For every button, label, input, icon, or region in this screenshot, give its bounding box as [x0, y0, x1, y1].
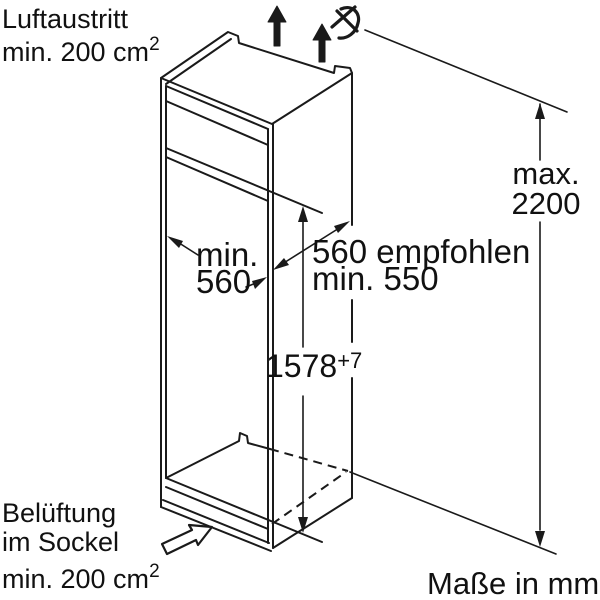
base-airflow-arrow-icon	[160, 523, 214, 556]
floor-top-edge-with-extension	[165, 477, 323, 543]
dim-niche-depth: 560 empfohlen min. 550	[273, 221, 530, 297]
airflow-symbols	[160, 5, 361, 556]
cabinet-drawing	[160, 29, 568, 555]
dim-niche-width-label-1: min.	[196, 236, 258, 273]
plinth-bottom-outer-edge	[160, 506, 272, 552]
floor-right-hidden-edge	[271, 471, 347, 525]
top-panel-underside-edge	[165, 100, 269, 146]
no-vent-icon	[330, 5, 361, 40]
plinth-top-edge	[162, 499, 270, 544]
dim-niche-height: 1578+7	[266, 206, 362, 533]
base-vent-annotation: Belüftung im Sockel min. 200 cm2	[2, 498, 160, 594]
cabinet-top-rail-inner-edge	[165, 85, 269, 130]
dim-niche-width: min. 560	[167, 236, 267, 300]
cabinet-top-face	[160, 31, 353, 125]
dim-niche-depth-line	[278, 224, 345, 267]
dim-arrowhead-upleft	[167, 236, 183, 248]
right-side-bottom-edge	[272, 497, 353, 549]
air-up-arrow-left-icon	[267, 5, 287, 47]
dim-niche-width-label-2: 560	[196, 263, 251, 300]
air-outlet-annotation: Luftaustritt min. 200 cm2	[2, 4, 160, 67]
shelf-top-edge-with-extension	[165, 147, 323, 214]
floor-back-hidden-edge	[269, 448, 349, 472]
floor-back-left-edge-and-tab	[165, 432, 271, 479]
dim-total-height: max. 2200	[512, 103, 581, 547]
dim-arrowhead-down	[535, 531, 545, 547]
air-outlet-label-line1: Luftaustritt	[2, 4, 129, 34]
dim-arrowhead-up	[298, 206, 308, 222]
dim-niche-depth-label-2: min. 550	[312, 260, 439, 297]
base-vent-label-line3: min. 200 cm2	[2, 561, 160, 594]
dim-total-height-label-2: 2200	[512, 186, 581, 221]
dim-arrowhead-down	[298, 517, 308, 533]
dim-arrowhead-downleft	[273, 258, 289, 270]
floor-bottom-edge	[165, 486, 269, 530]
cabinet-top-left-inner-edge	[165, 38, 232, 85]
bottom-extension-line	[349, 471, 557, 555]
top-extension-line	[364, 29, 568, 113]
units-note: Maße in mm	[427, 566, 599, 600]
base-vent-label-line2: im Sockel	[2, 527, 119, 557]
shelf-bottom-edge	[165, 156, 269, 202]
dim-niche-depth-label-1: 560 empfohlen	[312, 233, 530, 270]
air-outlet-label-line2: min. 200 cm2	[2, 34, 160, 67]
dim-total-height-label-1: max.	[512, 156, 579, 191]
dim-arrowhead-upright	[334, 221, 350, 233]
base-vent-label-line1: Belüftung	[2, 498, 116, 528]
air-up-arrow-right-icon	[312, 23, 332, 63]
dim-niche-height-label: 1578+7	[266, 348, 362, 384]
dim-arrowhead-up	[535, 103, 545, 119]
dim-arrowhead-right	[252, 277, 267, 289]
